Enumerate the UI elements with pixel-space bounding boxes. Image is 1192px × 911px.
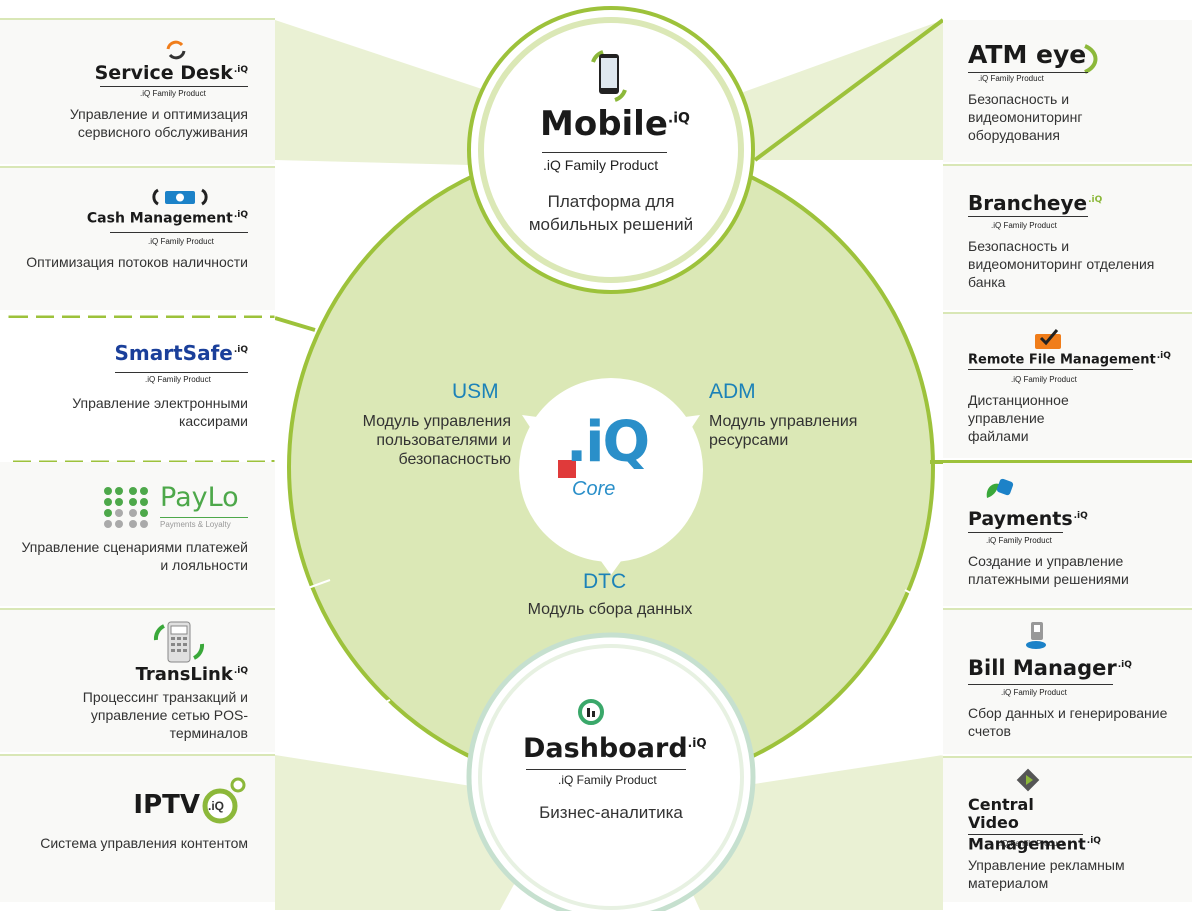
mobile-logo: Mobile.iQ <box>540 104 690 144</box>
product-desc: Управление рекламным материалом <box>968 857 1125 891</box>
smartsafe-connector <box>274 316 316 332</box>
family-label: .iQ Family Product <box>140 89 206 98</box>
cash-management-logo: Cash Management.iQ <box>86 210 248 227</box>
banknote-exchange-icon <box>152 188 208 206</box>
atm-connector <box>753 18 945 162</box>
product-desc: Система управления контентом <box>40 835 248 851</box>
product-desc: Безопасность и видеомониторинг оборудова… <box>968 91 1083 143</box>
dashboard-family-label: .iQ Family Product <box>558 773 657 787</box>
family-label: .iQ Family Product <box>998 839 1064 848</box>
bill-manager-logo: Bill Manager.iQ <box>968 656 1132 680</box>
iptv-logo: IPTV <box>133 790 200 820</box>
translink-logo: TransLink.iQ <box>135 664 248 685</box>
dots-grid-icon <box>104 487 148 528</box>
product-desc: Сбор данных и генерирование счетов <box>968 705 1168 739</box>
dashboard-circle <box>466 632 756 911</box>
family-label: .iQ Family Product <box>148 237 214 246</box>
product-desc: Управление и оптимизация сервисного обсл… <box>69 106 248 140</box>
brancheye-logo: Brancheye.iQ <box>968 191 1103 215</box>
dashboard-chart-icon <box>578 699 604 725</box>
product-central-video-management[interactable]: Central Video Management.iQ .iQ Family P… <box>943 756 1192 902</box>
family-label: .iQ Family Product <box>1001 688 1067 697</box>
product-desc: Управление сценариями платежей и лояльно… <box>21 539 249 573</box>
product-desc: Процессинг транзакций и управление сетью… <box>82 689 248 741</box>
family-label: .iQ Family Product <box>986 536 1052 545</box>
product-smartsafe[interactable]: SmartSafe.iQ .iQ Family Product Управлен… <box>0 318 275 460</box>
product-atm-eye[interactable]: ATM eye .iQ Family Product Безопасность … <box>943 20 1192 162</box>
family-label: .iQ Family Product <box>991 221 1057 230</box>
iptv-badge: .iQ <box>208 799 225 813</box>
paylo-subtitle: Payments & Loyalty <box>160 520 231 529</box>
adm-desc: Модуль управления ресурсами <box>709 413 858 449</box>
product-payments[interactable]: Payments.iQ .iQ Family Product Создание … <box>943 460 1192 606</box>
core-circle <box>519 378 703 562</box>
service-desk-logo: Service Desk.iQ <box>94 62 248 84</box>
eye-icon <box>1084 44 1098 74</box>
product-service-desk[interactable]: Service Desk.iQ .iQ Family Product Управ… <box>0 18 275 164</box>
iq-bubble-icon <box>202 777 246 824</box>
product-bill-manager[interactable]: Bill Manager.iQ .iQ Family Product Сбор … <box>943 608 1192 754</box>
pos-terminal-icon <box>153 621 205 663</box>
remote-file-management-logo: Remote File Management.iQ <box>968 351 1171 368</box>
product-translink[interactable]: TransLink.iQ Процессинг транзакций и упр… <box>0 608 275 752</box>
central-video-management-logo: Central Video Management.iQ <box>968 795 1101 854</box>
mobile-desc: Платформа для мобильных решений <box>528 192 694 234</box>
smartsafe-logo: SmartSafe.iQ <box>114 341 249 365</box>
core-logo: .iQ Core <box>552 410 672 510</box>
usm-title: USM <box>452 380 499 403</box>
play-diamond-icon <box>1016 768 1040 792</box>
core-logo-text: .iQ <box>566 410 650 475</box>
product-desc: Управление электронными кассирами <box>72 395 248 429</box>
core-sub: Core <box>572 478 616 500</box>
mobile-family-label: .iQ Family Product <box>543 157 659 173</box>
family-label: .iQ Family Product <box>1011 375 1077 384</box>
product-remote-file-management[interactable]: Remote File Management.iQ .iQ Family Pro… <box>943 312 1192 458</box>
mobile-circle <box>467 6 755 294</box>
product-desc: Безопасность и видеомониторинг отделения… <box>968 238 1155 290</box>
folder-check-icon <box>1035 329 1061 349</box>
bill-device-icon <box>1026 622 1046 649</box>
paylo-logo: PayLo <box>160 482 239 513</box>
dtc-title: DTC <box>583 570 627 593</box>
atm-eye-logo: ATM eye <box>968 40 1087 69</box>
product-paylo[interactable]: PayLo Payments & Loyalty Управление сцен… <box>0 462 275 606</box>
product-desc: Дистанционное управление файлами <box>968 392 1069 444</box>
payments-logo: Payments.iQ <box>968 508 1088 530</box>
adm-title: ADM <box>709 380 756 403</box>
mobile-phone-icon <box>591 50 627 102</box>
dashboard-desc: Бизнес-аналитика <box>539 803 683 822</box>
product-brancheye[interactable]: Brancheye.iQ .iQ Family Product Безопасн… <box>943 164 1192 310</box>
family-label: .iQ Family Product <box>978 74 1044 83</box>
dashboard-logo: Dashboard.iQ <box>523 733 707 764</box>
usm-desc: Модуль управления пользователями и безоп… <box>362 413 511 468</box>
family-label: .iQ Family Product <box>145 375 211 384</box>
product-cash-management[interactable]: Cash Management.iQ .iQ Family Product Оп… <box>0 166 275 310</box>
product-iptv[interactable]: IPTV .iQ Система управления контентом <box>0 754 275 902</box>
payments-leaf-icon <box>986 478 1014 498</box>
product-desc: Создание и управление платежными решения… <box>968 553 1129 587</box>
refresh-arrows-icon <box>166 40 186 60</box>
product-desc: Оптимизация потоков наличности <box>26 254 248 270</box>
dtc-desc: Модуль сбора данных <box>527 601 693 618</box>
core-red-square <box>558 460 576 478</box>
